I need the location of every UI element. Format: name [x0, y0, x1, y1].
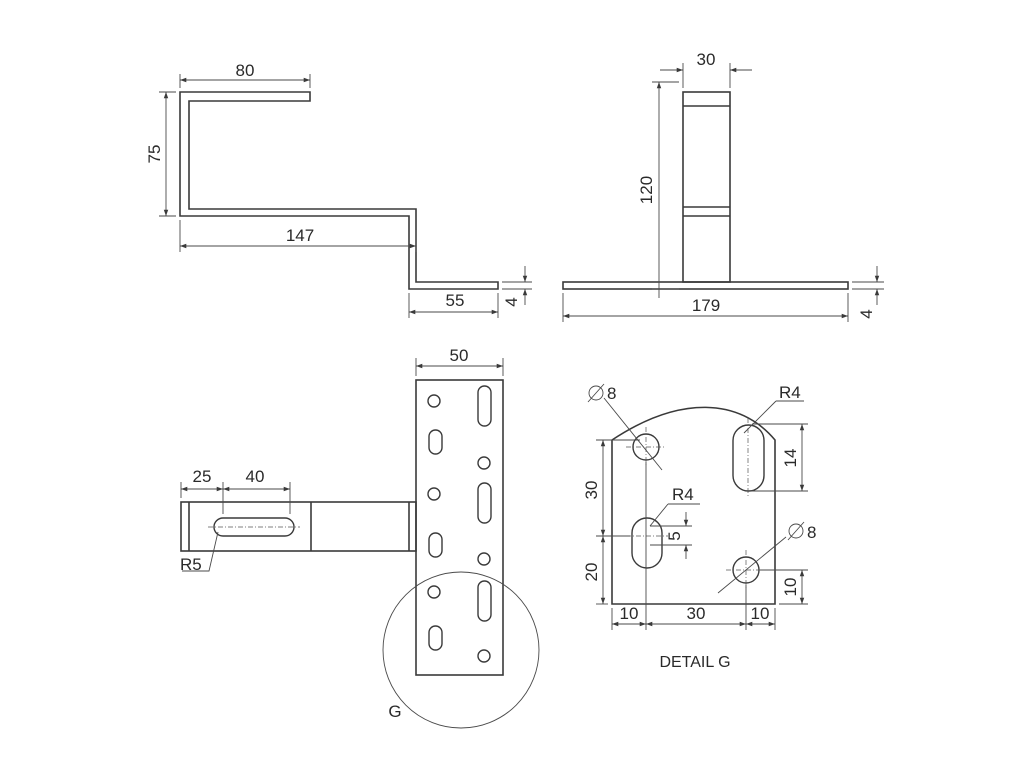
dim-vertical-20: 20	[582, 563, 601, 582]
front-view: 80 75 147 55 4	[145, 61, 532, 318]
detail-slot-right	[732, 424, 765, 492]
dim-thickness: 4	[502, 297, 521, 306]
dim-slot-length: 40	[246, 467, 265, 486]
plate-hole	[477, 552, 491, 566]
dim-bottom-left-10: 10	[620, 604, 639, 623]
plate-hole	[427, 585, 441, 599]
plate-slot	[428, 429, 443, 455]
plate-slot	[428, 532, 443, 558]
detail-view: 8 R4 14 R4 5 8 30	[582, 383, 816, 671]
arm-slot	[213, 517, 295, 537]
plate-slot	[477, 385, 492, 427]
detail-label: G	[388, 702, 401, 721]
upright-plate	[682, 91, 731, 283]
dim-top-length: 80	[236, 61, 255, 80]
dim-slot-width-center: 5	[665, 531, 684, 540]
dim-hole-dia-bottom: 8	[807, 523, 816, 542]
diameter-symbol	[788, 523, 804, 539]
dim-base-length: 179	[692, 296, 720, 315]
dim-bottom-mid-30: 30	[687, 604, 706, 623]
dim-width: 30	[697, 50, 716, 69]
plate-hole	[477, 456, 491, 470]
plate-slot	[477, 580, 492, 622]
dim-arm-offset: 25	[193, 467, 212, 486]
diameter-symbol	[588, 385, 604, 401]
dim-height: 75	[145, 145, 164, 164]
dim-slot-radius-right: R4	[779, 383, 801, 402]
dim-hole-dia-top: 8	[607, 384, 616, 403]
detail-circle	[382, 571, 540, 729]
dim-total-length: 147	[286, 226, 314, 245]
dim-slot-radius-center: R4	[672, 485, 694, 504]
dim-bottom-right-10: 10	[751, 604, 770, 623]
dim-vertical-30: 30	[582, 481, 601, 500]
dim-slot-length-right: 14	[781, 449, 800, 468]
side-view: 30 120 179 4	[562, 50, 884, 322]
detail-caption: DETAIL G	[659, 654, 730, 671]
dim-right-10: 10	[781, 578, 800, 597]
plate-hole	[427, 487, 441, 501]
plate-slot	[428, 625, 443, 651]
dim-slot-radius: R5	[180, 555, 202, 574]
bracket-profile	[179, 91, 499, 290]
dim-base-thickness: 4	[857, 309, 876, 318]
plan-view: G 50 25 40 R5	[180, 346, 540, 729]
plate-slot	[477, 482, 492, 524]
plate-hole	[427, 394, 441, 408]
base-plate	[562, 281, 849, 290]
dim-upright-height: 120	[637, 176, 656, 204]
detail-slot-center	[631, 517, 663, 569]
plate-holes	[427, 385, 492, 663]
dim-plate-width: 50	[450, 346, 469, 365]
mounting-plate	[415, 379, 504, 676]
dim-foot-length: 55	[446, 291, 465, 310]
plate-hole	[477, 649, 491, 663]
detail-outline	[611, 406, 776, 605]
